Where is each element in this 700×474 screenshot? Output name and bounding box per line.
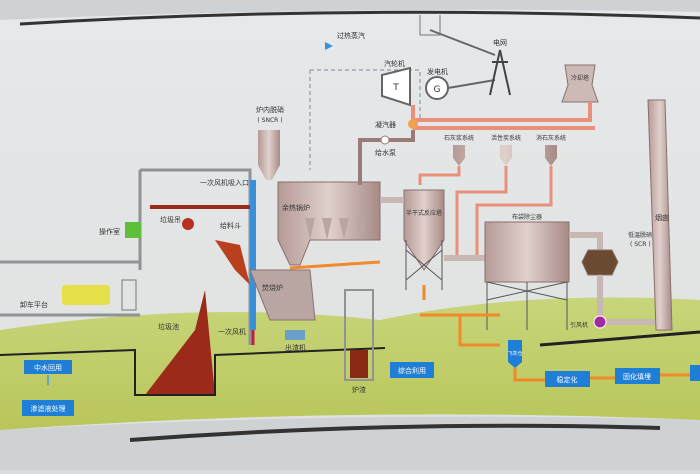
baghouse-frame: [486, 281, 568, 330]
garbage-truck-icon: [62, 285, 110, 305]
reagent-silos: [453, 145, 557, 166]
chimney: [647, 99, 673, 331]
ash-silo-box: 飞灰仓: [507, 340, 523, 368]
stabilize-box: 稳定化: [545, 371, 590, 387]
primary-fan-label: 一次风机: [218, 327, 246, 336]
turbine-label: 汽轮机: [384, 59, 405, 68]
landfill-box: 固化填埋: [615, 368, 660, 384]
transmission-tower-icon: [489, 49, 511, 96]
id-fan-icon: [593, 315, 607, 329]
chimney-label: 烟囱: [655, 213, 669, 222]
condenser-icon: [408, 119, 418, 129]
scr-sub-label: ( SCR ): [630, 241, 651, 248]
water-reuse-label: 中水回用: [34, 363, 62, 372]
cooling-water-pipe: [411, 102, 595, 130]
feed-pump-icon: [380, 135, 390, 145]
pit-label: 垃圾池: [158, 322, 179, 331]
power-line: [429, 29, 496, 89]
offscreen-box: [690, 365, 700, 381]
incinerator: [249, 269, 316, 321]
reactor-label: 半干式反应塔: [406, 209, 442, 217]
unloading-platform-label: 卸车平台: [20, 300, 48, 309]
slag-extractor-label: 出渣机: [285, 343, 306, 352]
foundation-line: [0, 347, 386, 396]
sncr-silo: [258, 130, 280, 180]
carbon-system-label: 活性炭系统: [491, 134, 521, 142]
semi-dry-reactor: [403, 189, 445, 271]
slag-extractor-icon: [285, 330, 305, 340]
slag-pit: [344, 289, 374, 381]
generator-symbol: G: [434, 85, 441, 95]
turbine-symbol: T: [392, 83, 399, 93]
baghouse-label: 布袋除尘器: [512, 213, 542, 221]
condenser-label: 凝汽器: [375, 120, 396, 129]
door-icon: [121, 279, 137, 311]
water-reuse-box: 中水回用: [24, 360, 72, 374]
scr-duct: [569, 232, 603, 250]
utilization-label: 综合利用: [398, 366, 426, 375]
landfill-label: 固化填埋: [623, 372, 651, 381]
garbage-pile: [145, 290, 215, 395]
id-fan-label: 引风机: [570, 321, 588, 329]
hopper-label: 给料斗: [220, 221, 241, 230]
sncr-label: 炉内脱硝: [256, 105, 284, 114]
primary-air-duct: [250, 180, 256, 330]
ash-conveyor: [289, 260, 381, 270]
slag-label: 炉渣: [352, 385, 366, 394]
boiler-label: 余热锅炉: [282, 203, 310, 212]
generator-label: 发电机: [427, 67, 448, 76]
crane-label: 垃圾吊: [160, 215, 181, 224]
reagent-pipes: [418, 166, 553, 260]
sncr-sub-label: ( SNCR ): [257, 117, 282, 124]
utilization-box: 综合利用: [390, 362, 434, 378]
ground-line-right: [539, 330, 700, 347]
leachate-label: 渗滤液处理: [31, 404, 66, 413]
house-icon: [419, 15, 441, 36]
top-border: [19, 10, 700, 26]
ash-flow-line: [513, 368, 690, 382]
stabilize-label: 稳定化: [557, 375, 578, 384]
steam-line: [310, 69, 421, 120]
boiler-hoppers: [305, 218, 366, 240]
incinerator-label: 焚烧炉: [262, 283, 283, 292]
hydrated-lime-system-label: 消石灰系统: [536, 134, 566, 142]
turbine-icon: [381, 66, 411, 107]
primary-fan-inlet-label: 一次风机吸入口: [200, 178, 249, 187]
crane-rail: [150, 205, 250, 209]
crane-grab-icon: [182, 218, 194, 230]
grid-label: 电网: [493, 38, 507, 47]
scr-reactor: [581, 249, 619, 276]
fly-ash-conveyor: [420, 313, 500, 347]
cooling-tower-label: 冷却塔: [571, 74, 589, 82]
feed-pump-label: 给水泵: [375, 148, 396, 157]
control-room-icon: [125, 222, 141, 238]
bag-filter: [484, 221, 570, 283]
ash-silo-label: 飞灰仓: [507, 350, 522, 357]
hopper-feed: [215, 240, 250, 285]
slag-pile: [350, 350, 368, 378]
scr-label: 低温脱硝: [628, 231, 652, 239]
leachate-box: 渗滤液处理: [22, 400, 74, 416]
flue-duct: [380, 197, 485, 261]
bottom-border: [129, 423, 661, 442]
bunker-building: [0, 168, 252, 345]
control-room-label: 操作室: [99, 227, 120, 236]
cooling-tower: [561, 64, 599, 103]
lime-system-label: 石灰浆系统: [444, 134, 474, 142]
superheated-steam-label: 过热蒸汽: [337, 31, 365, 40]
reactor-frame: [405, 240, 443, 290]
steam-arrow-icon: [325, 42, 333, 50]
